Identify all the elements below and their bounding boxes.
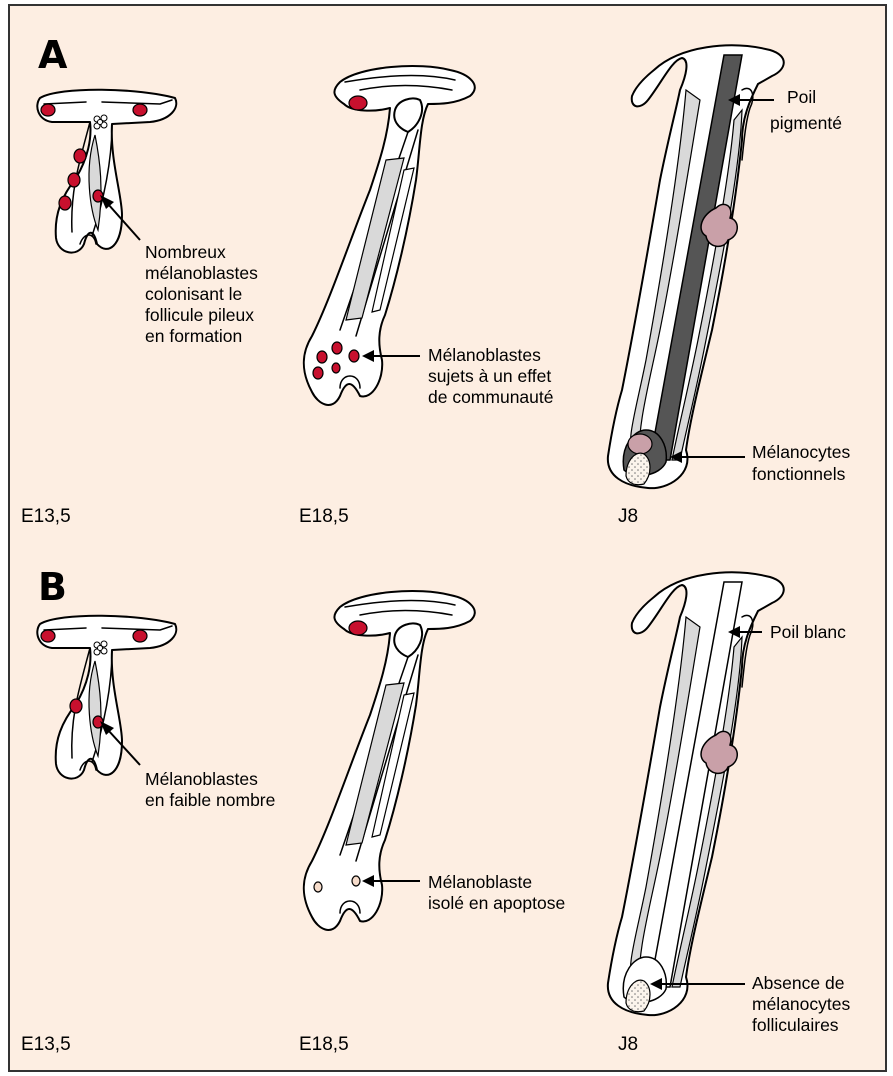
stage-label-j8-a: J8 [618, 506, 638, 527]
melanoblast-cell [133, 630, 147, 642]
stage-label-e13-b: E13,5 [21, 1034, 71, 1055]
melanoblast-cell [74, 149, 86, 163]
annotation-e18-a: Mélanoblastes sujets à un effet de commu… [428, 345, 556, 407]
melanoblast-cell [313, 367, 323, 379]
stage-label-e18-a: E18,5 [299, 506, 349, 527]
melanoblast-cell [332, 342, 342, 354]
melanoblast-cell [332, 363, 340, 373]
melanoblast-cell [349, 96, 367, 110]
apoptotic-melanoblast [352, 876, 360, 886]
apoptotic-melanoblast [314, 882, 322, 892]
melanoblast-cell [317, 351, 327, 363]
stage-label-e13-a: E13,5 [21, 506, 71, 527]
melanoblast-cell [68, 173, 80, 187]
melanoblast-cell [41, 104, 55, 116]
melanoblast-cell [41, 630, 55, 642]
stage-label-j8-b: J8 [618, 1034, 638, 1055]
melanoblast-cell [133, 104, 147, 116]
functional-melanocytes [628, 434, 652, 454]
annotation-e13-b: Mélanoblastes en faible nombre [145, 769, 275, 810]
panel-a-letter: A [38, 33, 68, 77]
annotation-j8-top-b: Poil blanc [770, 622, 846, 642]
melanoblast-cell [349, 621, 367, 635]
melanoblast-cell [70, 699, 82, 713]
melanoblast-cell [59, 196, 71, 210]
melanoblast-cell [349, 350, 359, 362]
stage-label-e18-b: E18,5 [299, 1034, 349, 1055]
panel-b-letter: B [38, 565, 67, 609]
